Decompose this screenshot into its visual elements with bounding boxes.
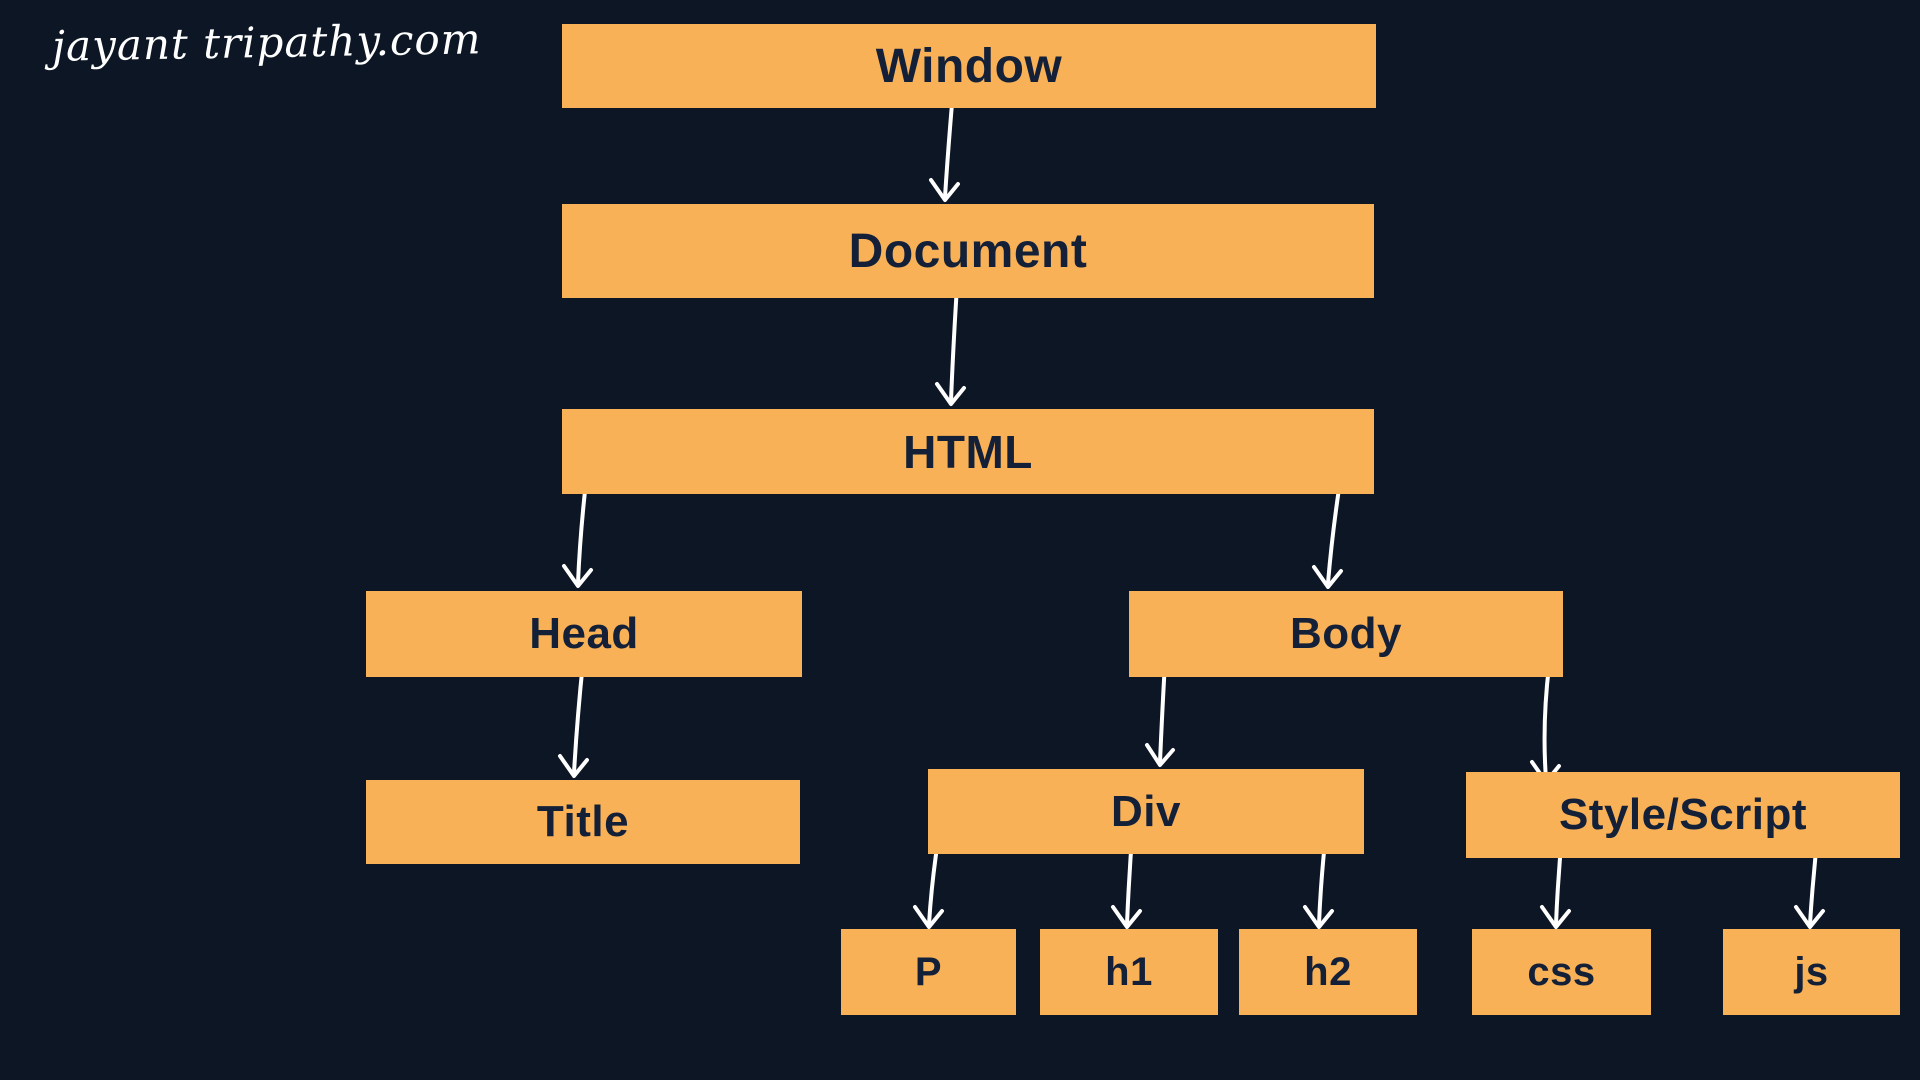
node-title-label: Title (536, 797, 630, 846)
node-js-label: js (1794, 949, 1829, 994)
arrow-window-document (929, 90, 960, 202)
node-h2: h2 (1239, 929, 1417, 1015)
node-head: Head (366, 591, 802, 677)
node-body-label: Body (1290, 609, 1402, 658)
arrow-html-body (1312, 480, 1343, 589)
node-h1: h1 (1040, 929, 1218, 1015)
node-window-label: Window (875, 39, 1063, 93)
arrow-body-stylescript (1530, 664, 1561, 784)
site-watermark: jayant tripathy.com (51, 14, 482, 71)
node-css-label: css (1527, 949, 1596, 994)
node-html-label: HTML (903, 425, 1033, 478)
node-h2-label: h2 (1304, 949, 1352, 994)
node-div-label: Div (1111, 786, 1181, 836)
node-css: css (1472, 929, 1651, 1015)
arrow-body-div (1145, 660, 1175, 767)
node-div: Div (928, 769, 1364, 854)
node-head-label: Head (529, 609, 639, 658)
node-style-script-label: Style/Script (1558, 790, 1808, 839)
node-style-script: Style/Script (1466, 772, 1900, 858)
node-window: Window (562, 24, 1376, 108)
node-title: Title (366, 780, 800, 864)
arrow-head-title (558, 660, 589, 778)
arrow-html-head (562, 480, 593, 588)
node-document-label: Document (848, 224, 1088, 278)
node-document: Document (562, 204, 1374, 298)
node-p: P (841, 929, 1016, 1015)
arrow-document-html (935, 284, 966, 406)
node-js: js (1723, 929, 1900, 1015)
node-h1-label: h1 (1105, 949, 1153, 994)
node-body: Body (1129, 591, 1563, 677)
node-html: HTML (562, 409, 1374, 494)
node-p-label: P (914, 949, 943, 994)
